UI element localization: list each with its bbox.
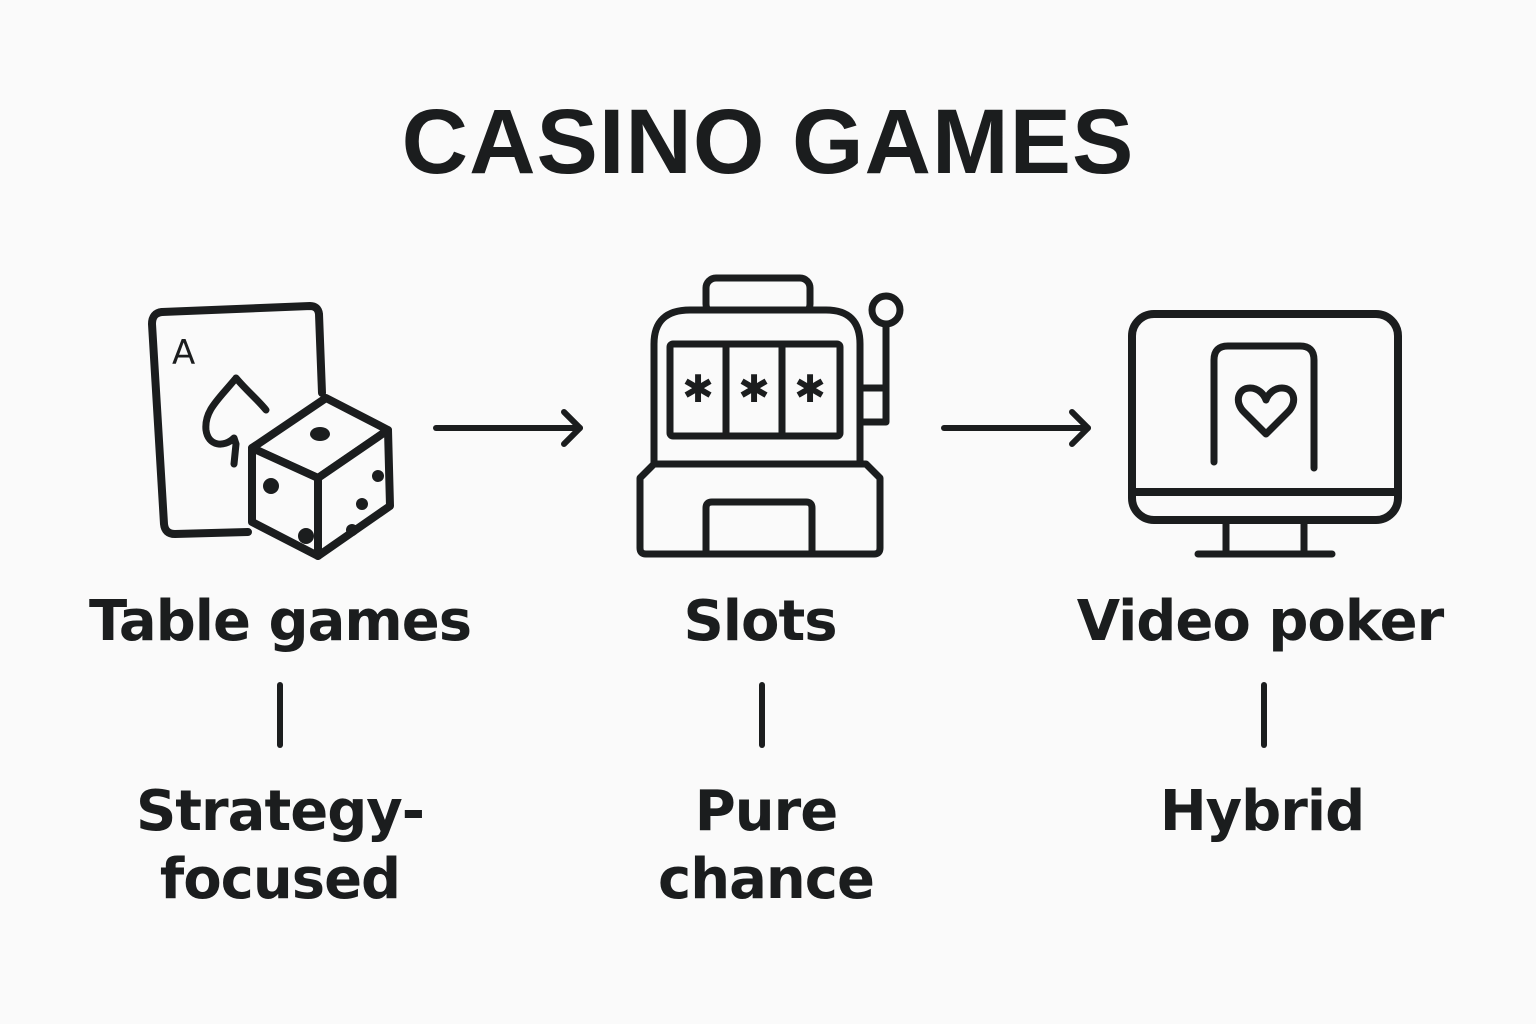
description-line: Hybrid [1159,779,1365,844]
category-label-table-games: Table games [88,589,472,654]
category-label-slots: Slots [683,589,837,654]
arrow-right-icon [432,406,588,455]
svg-text:✱: ✱ [794,367,826,411]
description-line: Pure [694,779,839,844]
description-line: focused [159,847,401,912]
description-video-poker: Hybrid [1062,778,1462,846]
svg-text:✱: ✱ [738,367,770,411]
svg-text:✱: ✱ [682,367,714,411]
card-and-dice-icon: A [140,298,410,568]
category-label-video-poker: Video poker [1076,589,1444,654]
connector-line [759,682,765,748]
connector-line [277,682,283,748]
card-rank-label: A [172,333,195,373]
description-line: chance [658,847,875,912]
description-line: Strategy- [135,779,425,844]
arrow-right-icon [940,406,1096,455]
description-slots: Pure chance [616,778,916,914]
slot-machine-icon: ✱ ✱ ✱ [630,272,910,562]
monitor-card-heart-icon [1122,306,1408,562]
connector-line [1261,682,1267,748]
description-table-games: Strategy- focused [80,778,480,914]
page-title: CASINO GAMES [401,91,1135,193]
